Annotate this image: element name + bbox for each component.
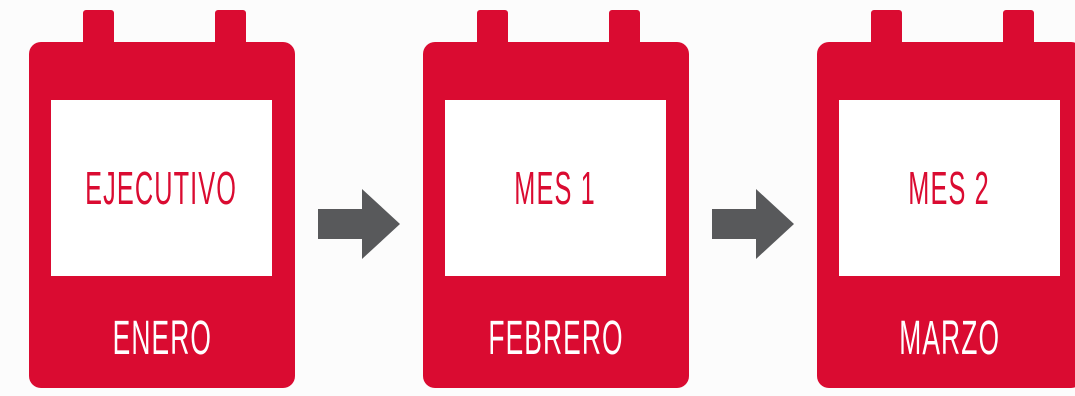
calendar-label: MES 1 — [514, 162, 597, 214]
calendar-month: FEBRERO — [423, 298, 689, 378]
calendar-marzo: MES 2 MARZO — [817, 10, 1075, 388]
calendar-page: MES 2 — [839, 100, 1060, 276]
month-label: FEBRERO — [488, 311, 624, 365]
month-label: ENERO — [112, 311, 212, 365]
arrow-right-icon — [712, 189, 794, 259]
calendar-label: EJECUTIVO — [85, 162, 238, 214]
calendar-febrero: MES 1 FEBRERO — [423, 10, 689, 388]
calendar-month: MARZO — [817, 298, 1075, 378]
calendar-enero: EJECUTIVO ENERO — [29, 10, 295, 388]
calendar-page: EJECUTIVO — [51, 100, 272, 276]
calendar-page: MES 1 — [445, 100, 666, 276]
arrow-right-icon — [318, 189, 400, 259]
calendar-month: ENERO — [29, 298, 295, 378]
calendar-label: MES 2 — [908, 162, 991, 214]
month-label: MARZO — [899, 311, 1001, 365]
